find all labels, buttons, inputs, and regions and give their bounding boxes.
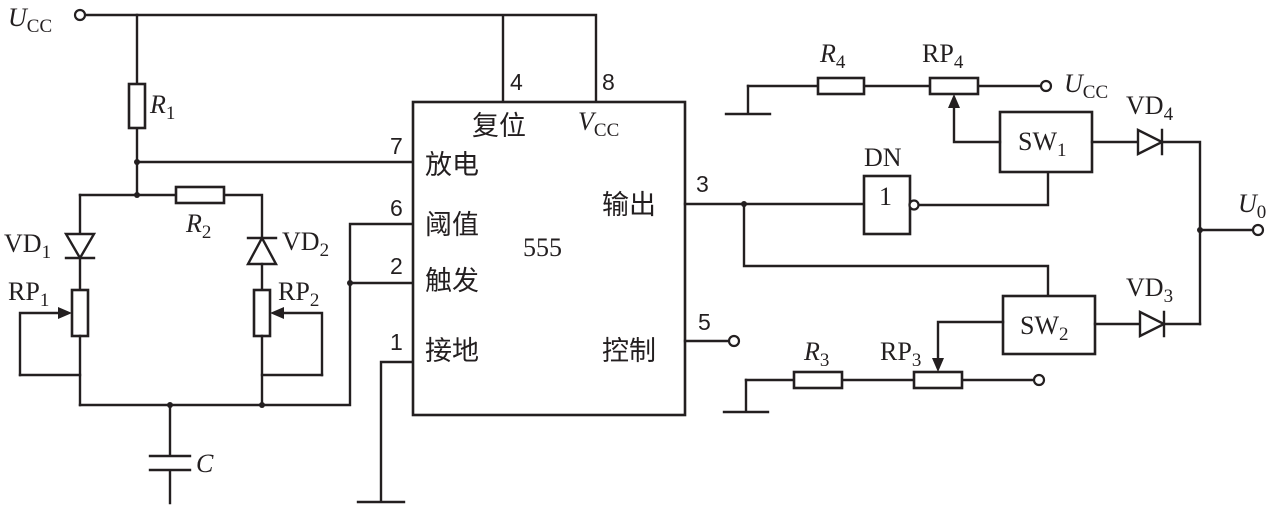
chip-threshold-label: 阈值: [425, 210, 479, 241]
label-vd1: VD1: [4, 229, 51, 263]
pin-7: 7: [390, 133, 403, 159]
capacitor-c: [148, 403, 192, 505]
chip-body: [411, 100, 687, 417]
label-rp1: RP1: [8, 277, 49, 311]
resistor-r3: [792, 370, 844, 390]
potentiometer-rp1: [18, 288, 90, 407]
ucc-right-terminal: [1039, 79, 1053, 93]
u0-terminal: [1251, 223, 1265, 237]
label-rp3: RP3: [880, 337, 921, 371]
label-cap: C: [196, 449, 214, 478]
chip-control-label: 控制: [602, 336, 656, 367]
ground-wire: [356, 360, 415, 504]
label-rp2: RP2: [278, 277, 319, 311]
potentiometer-rp4: [928, 76, 980, 96]
label-vd4: VD4: [1126, 91, 1174, 125]
bottom-node: [78, 222, 415, 407]
label-r4: R4: [819, 39, 846, 73]
label-r1: R1: [149, 90, 175, 124]
pin-2: 2: [390, 253, 403, 279]
ucc-rail: [82, 13, 598, 104]
label-vd2: VD2: [282, 227, 329, 261]
pin-3: 3: [696, 171, 709, 197]
label-dn: DN: [864, 143, 902, 172]
label-dn-one: 1: [879, 182, 892, 211]
diode-vd4: [1090, 128, 1202, 326]
pin-4: 4: [510, 69, 523, 95]
label-ucc-main: UCC: [8, 3, 52, 37]
switch-sw1: [998, 110, 1094, 174]
resistor-r1: [127, 82, 147, 130]
timing-network: [18, 8, 598, 505]
chip-discharge-label: 放电: [425, 150, 479, 181]
rp3-terminal: [1032, 373, 1046, 387]
chip-vcc-label: VCC: [578, 107, 619, 141]
output-network: [683, 76, 1265, 414]
resistor-r2: [174, 185, 226, 205]
diode-vd1: [63, 232, 97, 292]
pin-5: 5: [698, 309, 711, 335]
chip-555: [411, 100, 687, 417]
label-u0: U0: [1238, 189, 1266, 223]
diode-vd2: [245, 235, 279, 292]
label-sw2: SW2: [1020, 311, 1069, 345]
chip-trigger-label: 触发: [425, 266, 479, 297]
potentiometer-rp2: [252, 288, 324, 407]
chip-name: 555: [523, 233, 562, 262]
label-r3: R3: [803, 337, 829, 371]
resistor-r4: [816, 76, 866, 96]
potentiometer-rp3: [912, 370, 964, 390]
chip-reset-label: 复位: [472, 111, 526, 142]
label-sw1: SW1: [1018, 127, 1067, 161]
diode-vd3: [1093, 310, 1202, 338]
chip-output-label: 输出: [602, 190, 656, 221]
label-rp4: RP4: [922, 39, 964, 73]
pin-1: 1: [390, 329, 403, 355]
r2-wire: [78, 193, 264, 240]
ucc-terminal: [73, 8, 87, 22]
control-terminal: [727, 334, 741, 348]
pin-8: 8: [602, 69, 615, 95]
pin-6: 6: [390, 195, 403, 221]
switch-sw2: [1001, 294, 1097, 356]
label-ucc-right: UCC: [1064, 69, 1108, 103]
chip-ground-label: 接地: [425, 336, 479, 367]
labels: UCC R1 R2 VD1 VD2 RP1 RP2 C 4 8 7 6 2 1 …: [4, 3, 1266, 478]
output-wire: [683, 202, 1050, 298]
label-vd3: VD3: [1126, 273, 1173, 307]
label-r2: R2: [185, 209, 211, 243]
inverter-dn: [862, 170, 1050, 236]
